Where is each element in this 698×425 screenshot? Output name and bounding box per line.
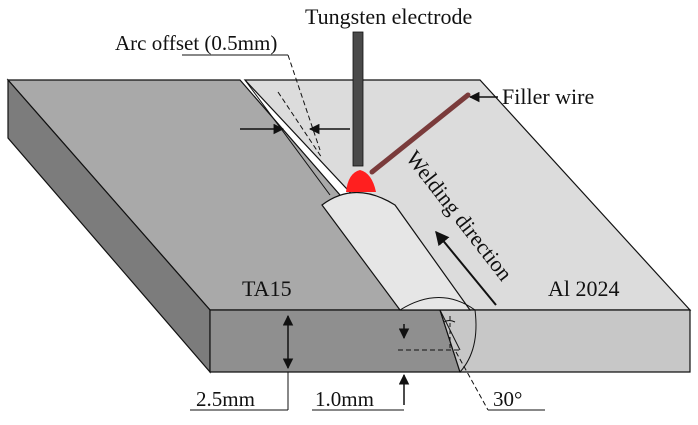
tungsten-electrode [352,31,364,167]
al2024-label: Al 2024 [548,276,620,301]
filler-wire [369,92,471,175]
groove-line [244,79,331,196]
direction-arrow [435,230,497,306]
arc [346,170,376,192]
arc-offset-label: Arc offset (0.5mm) [115,31,277,55]
filler-wire-label: Filler wire [502,84,594,109]
angle-leader-1 [455,351,489,411]
angle-label: 30° [493,387,522,411]
depth-label: 1.0mm [315,387,374,411]
electrode-label: Tungsten electrode [305,4,472,29]
al2024-plate-front [439,309,691,373]
angle-arc [443,320,456,323]
weld-bead-section [399,297,477,373]
weld-bead [321,191,472,311]
arc-offset-dash-2 [277,91,323,159]
thickness-label: 2.5mm [196,387,255,411]
ta15-plate-front [209,309,461,373]
ta15-label: TA15 [242,276,292,301]
